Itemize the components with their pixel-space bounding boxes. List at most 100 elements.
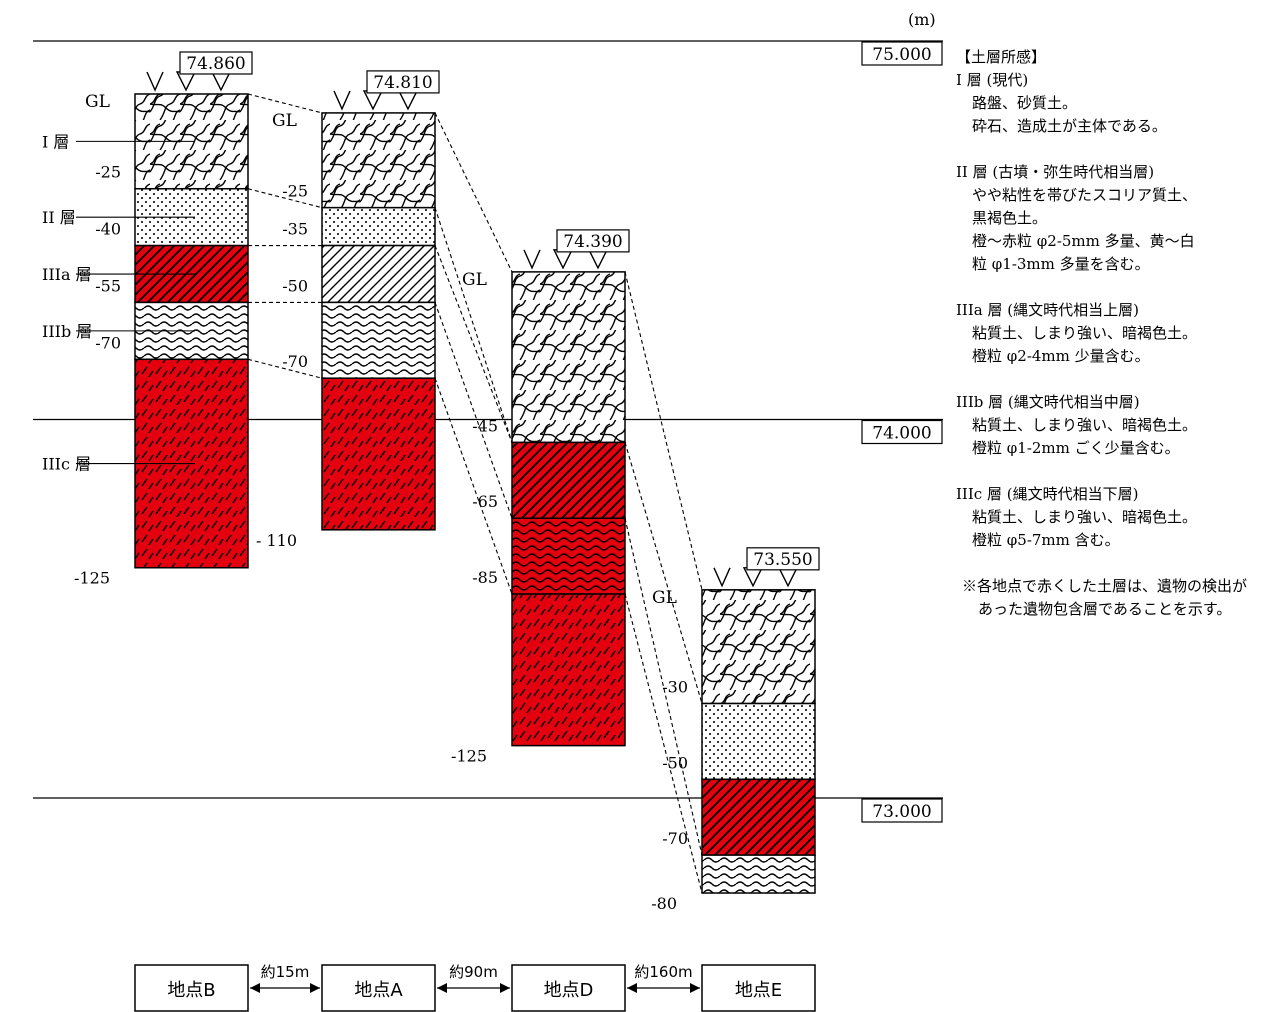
gl-value: 74.810 xyxy=(373,73,432,93)
gl-value: 73.550 xyxy=(753,550,812,570)
point-label: 地点E xyxy=(735,980,782,1001)
elevation-label: 74.000 xyxy=(872,424,931,444)
layer-iiia-e xyxy=(701,778,816,856)
layer-name-label: IIIa 層 xyxy=(42,265,92,284)
gl-marker: 74.810 xyxy=(333,70,440,111)
gl-label: GL xyxy=(652,588,677,608)
legend-panel: 【土層所感】 I 層 (現代)路盤、砂質土。砕石、造成土が主体である。II 層 … xyxy=(956,46,1261,621)
elevation-label: 75.000 xyxy=(872,45,931,65)
gl-tick-icon xyxy=(333,90,351,111)
legend-line: 砕石、造成土が主体である。 xyxy=(972,117,1167,135)
gl-marker: 74.390 xyxy=(523,229,630,270)
layer-i-a xyxy=(321,112,436,209)
legend-block: IIIa 層 (縄文時代相当上層)粘質土、しまり強い、暗褐色土。橙粒 φ2-4m… xyxy=(956,299,1261,368)
legend-block: I 層 (現代)路盤、砂質土。砕石、造成土が主体である。 xyxy=(956,69,1261,138)
gl-tick-icon xyxy=(713,567,731,588)
layer-i-d xyxy=(511,271,626,444)
arrow-right-icon xyxy=(690,983,700,993)
arrow-left-icon xyxy=(437,983,447,993)
correlation-lines xyxy=(247,93,703,894)
layer-iiib-d xyxy=(511,517,626,595)
correlation-line xyxy=(434,245,513,443)
gl-triangle-icon xyxy=(362,90,384,111)
depth-label: -45 xyxy=(472,416,498,435)
gl-label: GL xyxy=(272,111,297,131)
gl-marker: 73.550 xyxy=(713,547,820,588)
correlation-line xyxy=(624,518,703,856)
gl-value-box xyxy=(746,547,820,571)
point-box-b xyxy=(134,964,249,1012)
point-label: 地点D xyxy=(544,980,594,1001)
elevation-box xyxy=(861,798,943,823)
layer-iiic-a xyxy=(321,377,436,531)
legend-blocks: I 層 (現代)路盤、砂質土。砕石、造成土が主体である。II 層 (古墳・弥生時… xyxy=(956,69,1261,552)
legend-heading: IIIa 層 (縄文時代相当上層) xyxy=(956,301,1139,319)
gl-marker: 74.860 xyxy=(146,51,253,92)
depth-label: -55 xyxy=(95,276,121,295)
gl-triangle-icon xyxy=(742,567,764,588)
layer-i-e xyxy=(701,589,816,705)
depth-label: -70 xyxy=(282,352,308,371)
point-box-e xyxy=(701,964,816,1012)
layer-iiia-a xyxy=(321,244,436,304)
bottom-depth-label: -80 xyxy=(651,894,677,913)
legend-heading: IIIc 層 (縄文時代相当下層) xyxy=(956,485,1139,503)
gl-triangle-icon xyxy=(175,71,197,92)
elevation-label: 73.000 xyxy=(872,802,931,822)
layer-iiia-d xyxy=(511,441,626,519)
gl-label: GL xyxy=(462,270,487,290)
correlation-line xyxy=(247,188,323,209)
layer-ii-a xyxy=(321,206,436,247)
bottom-depth-label: - 110 xyxy=(256,531,297,550)
legend-line: 黒褐色土。 xyxy=(972,209,1048,227)
depth-label: -30 xyxy=(662,678,688,697)
gl-triangle-icon xyxy=(587,249,609,270)
gl-label: GL xyxy=(85,92,110,112)
legend-block: IIIb 層 (縄文時代相当中層)粘質土、しまり強い、暗褐色土。橙粒 φ1-2m… xyxy=(956,391,1261,460)
legend-heading: IIIb 層 (縄文時代相当中層) xyxy=(956,393,1140,411)
depth-label: -25 xyxy=(282,182,308,201)
unit-label: (m) xyxy=(908,10,936,29)
gl-value-box xyxy=(556,229,630,253)
gl-triangle-icon xyxy=(397,90,419,111)
correlation-line xyxy=(624,593,703,894)
correlation-line xyxy=(434,378,513,595)
elevation-box xyxy=(861,419,943,445)
arrow-left-icon xyxy=(627,983,637,993)
arrow-right-icon xyxy=(310,983,320,993)
bottom-depth-label: -125 xyxy=(451,747,487,766)
correlation-line xyxy=(434,302,513,519)
layer-name-label: IIIc 層 xyxy=(42,455,91,474)
layer-iiic-d xyxy=(511,593,626,747)
point-box-a xyxy=(321,964,436,1012)
depth-label: -70 xyxy=(95,333,121,352)
gl-value-box xyxy=(179,51,253,75)
legend-line: 粘質土、しまり強い、暗褐色土。 xyxy=(972,324,1198,342)
depth-label: -40 xyxy=(95,220,121,239)
depth-label: -50 xyxy=(662,753,688,772)
gl-triangle-icon xyxy=(777,567,799,588)
correlation-line xyxy=(247,93,323,114)
layer-name-label: I 層 xyxy=(42,132,69,151)
bottom-depth-label: -125 xyxy=(74,569,110,588)
legend-line: 路盤、砂質土。 xyxy=(972,94,1078,112)
layer-iiib-a xyxy=(321,301,436,379)
distance-label: 約90m xyxy=(449,963,498,981)
gl-tick-icon xyxy=(146,71,164,92)
layer-name-label: IIIb 層 xyxy=(42,322,92,341)
legend-line: 粘質土、しまり強い、暗褐色土。 xyxy=(972,416,1198,434)
depth-label: -65 xyxy=(472,492,498,511)
gl-triangle-icon xyxy=(210,71,232,92)
gl-tick-icon xyxy=(523,249,541,270)
layer-ii-e xyxy=(701,702,816,781)
legend-line: 粒 φ1-3mm 多量を含む。 xyxy=(972,255,1150,273)
legend-title: 【土層所感】 xyxy=(956,48,1047,66)
depth-label: -35 xyxy=(282,220,308,239)
arrow-right-icon xyxy=(500,983,510,993)
depth-label: -50 xyxy=(282,276,308,295)
